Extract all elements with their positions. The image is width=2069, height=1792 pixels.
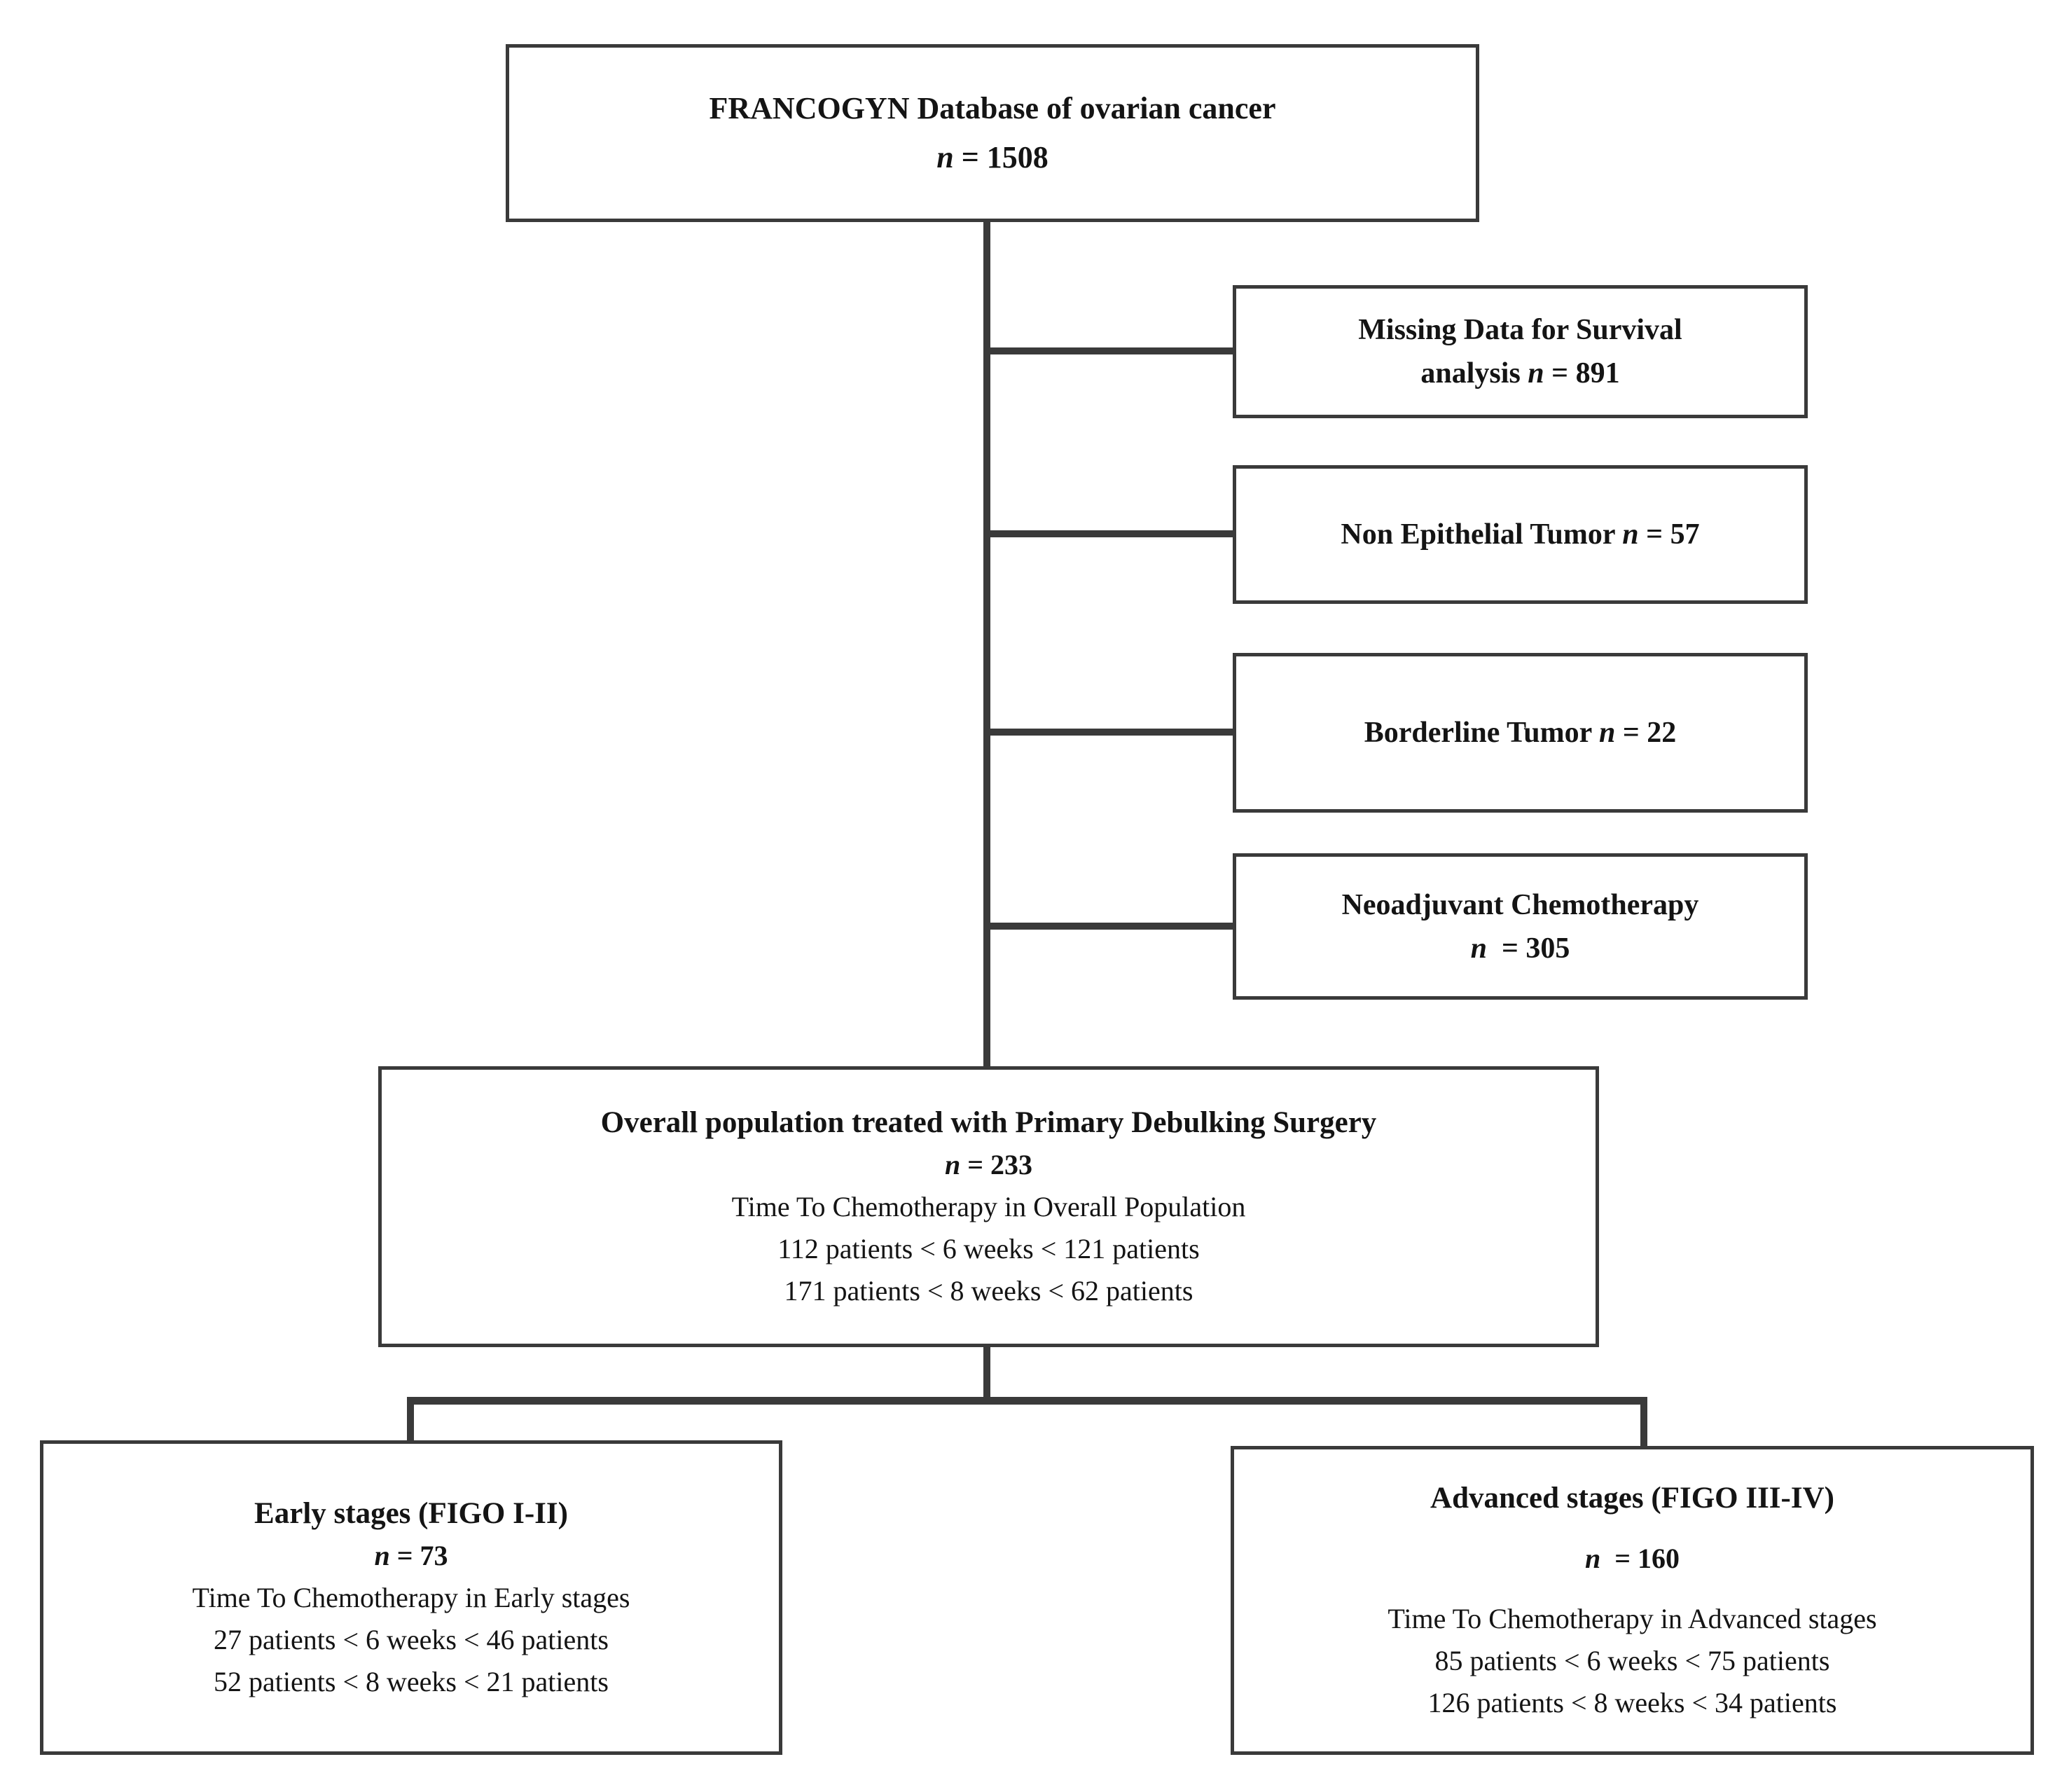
early-box-subtitle: Time To Chemotherapy in Early stages [192, 1581, 630, 1613]
n-symbol: n [1622, 518, 1639, 551]
connector-stub-borderline [983, 729, 1236, 736]
n-symbol: n [1528, 357, 1544, 390]
n-value: = 160 [1614, 1542, 1680, 1574]
exclusion-box-missing-data: Missing Data for Survival analysis n = 8… [1233, 285, 1808, 418]
exclusion-borderline-line: Borderline Tumor n = 22 [1364, 711, 1677, 754]
connector-stub-missing-data [983, 347, 1236, 354]
n-symbol: n [374, 1539, 390, 1571]
connector-drop-early [407, 1397, 414, 1442]
exclusion-box-neoadjuvant-chemotherapy: Neoadjuvant Chemotherapy n = 305 [1233, 853, 1808, 1000]
advanced-box-n-line: n = 160 [1585, 1538, 1680, 1580]
advanced-box-ttc-8weeks: 126 patients < 8 weeks < 34 patients [1427, 1686, 1837, 1718]
exclusion-neoadjuvant-line1: Neoadjuvant Chemotherapy [1341, 888, 1699, 921]
overall-box-subtitle: Time To Chemotherapy in Overall Populati… [731, 1190, 1246, 1222]
n-symbol: n [1470, 932, 1487, 965]
exclusion-neoadjuvant-line2: n = 305 [1471, 927, 1570, 970]
exclusion-missing-line1: Missing Data for Survival [1358, 314, 1682, 346]
exclusion-borderline-text: Borderline Tumor [1364, 717, 1592, 749]
n-symbol: n [944, 1148, 961, 1180]
n-symbol: n [936, 140, 954, 174]
top-box-francogyn-database: FRANCOGYN Database of ovarian cancer n =… [506, 44, 1479, 222]
overall-box-ttc-8weeks: 171 patients < 8 weeks < 62 patients [784, 1274, 1193, 1307]
exclusion-box-non-epithelial-tumor: Non Epithelial Tumor n = 57 [1233, 465, 1808, 604]
connector-stub-non-epithelial [983, 530, 1236, 537]
n-value: = 891 [1551, 357, 1620, 390]
early-box-ttc-6weeks: 27 patients < 6 weeks < 46 patients [214, 1623, 609, 1655]
connector-stub-neoadjuvant [983, 923, 1236, 930]
advanced-stages-box: Advanced stages (FIGO III-IV) n = 160 Ti… [1231, 1446, 2034, 1755]
n-value: = 57 [1646, 518, 1700, 551]
n-value: = 233 [967, 1148, 1033, 1180]
n-value: = 22 [1622, 717, 1677, 749]
advanced-box-ttc-6weeks: 85 patients < 6 weeks < 75 patients [1434, 1644, 1830, 1676]
n-symbol: n [1598, 717, 1616, 749]
early-box-title: Early stages (FIGO I-II) [254, 1496, 568, 1530]
overall-box-title: Overall population treated with Primary … [600, 1105, 1377, 1139]
top-box-title: FRANCOGYN Database of ovarian cancer [709, 91, 1276, 125]
exclusion-non-epithelial-text: Non Epithelial Tumor [1341, 518, 1615, 551]
exclusion-box-borderline-tumor: Borderline Tumor n = 22 [1233, 653, 1808, 813]
exclusion-non-epithelial-line: Non Epithelial Tumor n = 57 [1341, 513, 1699, 556]
top-box-n-line: n = 1508 [936, 133, 1049, 182]
connector-trunk [983, 221, 990, 1068]
n-value: = 305 [1501, 932, 1570, 965]
advanced-box-subtitle: Time To Chemotherapy in Advanced stages [1388, 1602, 1877, 1634]
exclusion-missing-line2: analysis n = 891 [1420, 352, 1619, 395]
overall-box-ttc-6weeks: 112 patients < 6 weeks < 121 patients [777, 1232, 1200, 1264]
overall-box-n-line: n = 233 [945, 1144, 1032, 1186]
connector-overall-drop [983, 1346, 990, 1402]
connector-split-bar [407, 1397, 1647, 1405]
overall-population-box: Overall population treated with Primary … [378, 1066, 1599, 1347]
n-value: = 73 [396, 1539, 448, 1571]
early-box-n-line: n = 73 [374, 1535, 448, 1577]
early-box-ttc-8weeks: 52 patients < 8 weeks < 21 patients [214, 1665, 609, 1697]
early-stages-box: Early stages (FIGO I-II) n = 73 Time To … [40, 1440, 782, 1755]
n-symbol: n [1584, 1542, 1601, 1574]
exclusion-missing-line2-text: analysis [1420, 357, 1521, 390]
connector-drop-advanced [1640, 1397, 1647, 1447]
n-value: = 1508 [961, 140, 1049, 174]
advanced-box-title: Advanced stages (FIGO III-IV) [1430, 1481, 1834, 1515]
